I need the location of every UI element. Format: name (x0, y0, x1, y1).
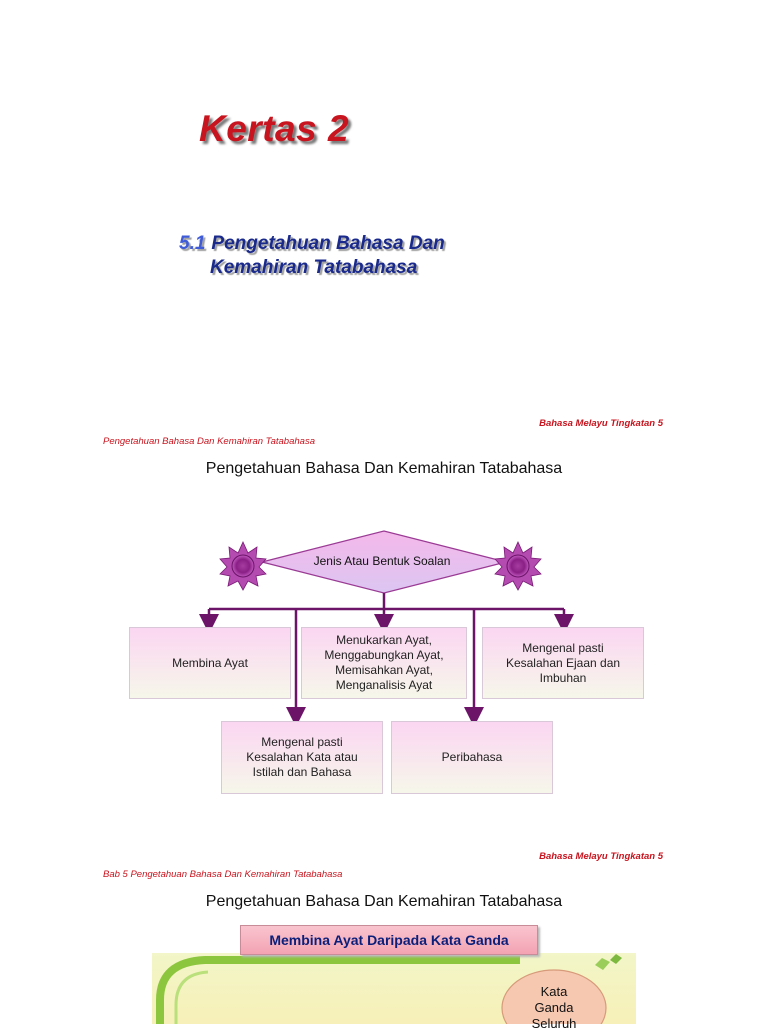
slide3-header-right: Bahasa Melayu Tingkatan 5 (539, 851, 663, 862)
section-title-line1: Pengetahuan Bahasa Dan (211, 233, 445, 254)
slide2-header-right: Bahasa Melayu Tingkatan 5 (539, 418, 663, 429)
starburst-left-icon (219, 541, 267, 591)
section-title-line2: Kemahiran Tatabahasa (210, 257, 418, 278)
leaf-icon (595, 958, 610, 970)
slide3-header-left: Bab 5 Pengetahuan Bahasa Dan Kemahiran T… (103, 869, 343, 880)
slide3-heading: Pengetahuan Bahasa Dan Kemahiran Tatabah… (205, 893, 563, 910)
oval-line1: Kata (540, 984, 568, 999)
oval-line2: Ganda (534, 1000, 574, 1015)
diagram-connectors (199, 530, 574, 727)
section-banner: Membina Ayat Daripada Kata Ganda (240, 925, 538, 955)
diagram-box-kata-istilah: Mengenal pasti Kesalahan Kata atau Istil… (221, 721, 383, 794)
oval-label: Kata Ganda Seluruh (518, 984, 590, 1032)
oval-line3: Seluruh (531, 1016, 577, 1031)
diagram-box-peribahasa: Peribahasa (391, 721, 553, 794)
slide2-header-left: Pengetahuan Bahasa Dan Kemahiran Tatabah… (103, 436, 315, 447)
diagram-box-ejaan-imbuhan: Mengenal pasti Kesalahan Ejaan dan Imbuh… (482, 627, 644, 699)
oval-shape (501, 969, 607, 1024)
leaf-icon-2 (610, 954, 622, 964)
section-number: 5.1 (179, 233, 206, 254)
starburst-right-icon (494, 541, 542, 591)
slide-title: Kertas 2 (199, 108, 350, 149)
diagram-center-label: Jenis Atau Bentuk Soalan (313, 554, 451, 568)
diagram-box-membina-ayat: Membina Ayat (129, 627, 291, 699)
panel-decoration (156, 954, 622, 1024)
slide2-heading: Pengetahuan Bahasa Dan Kemahiran Tatabah… (205, 460, 563, 477)
diagram-box-menukarkan-ayat: Menukarkan Ayat, Menggabungkan Ayat, Mem… (301, 627, 467, 699)
